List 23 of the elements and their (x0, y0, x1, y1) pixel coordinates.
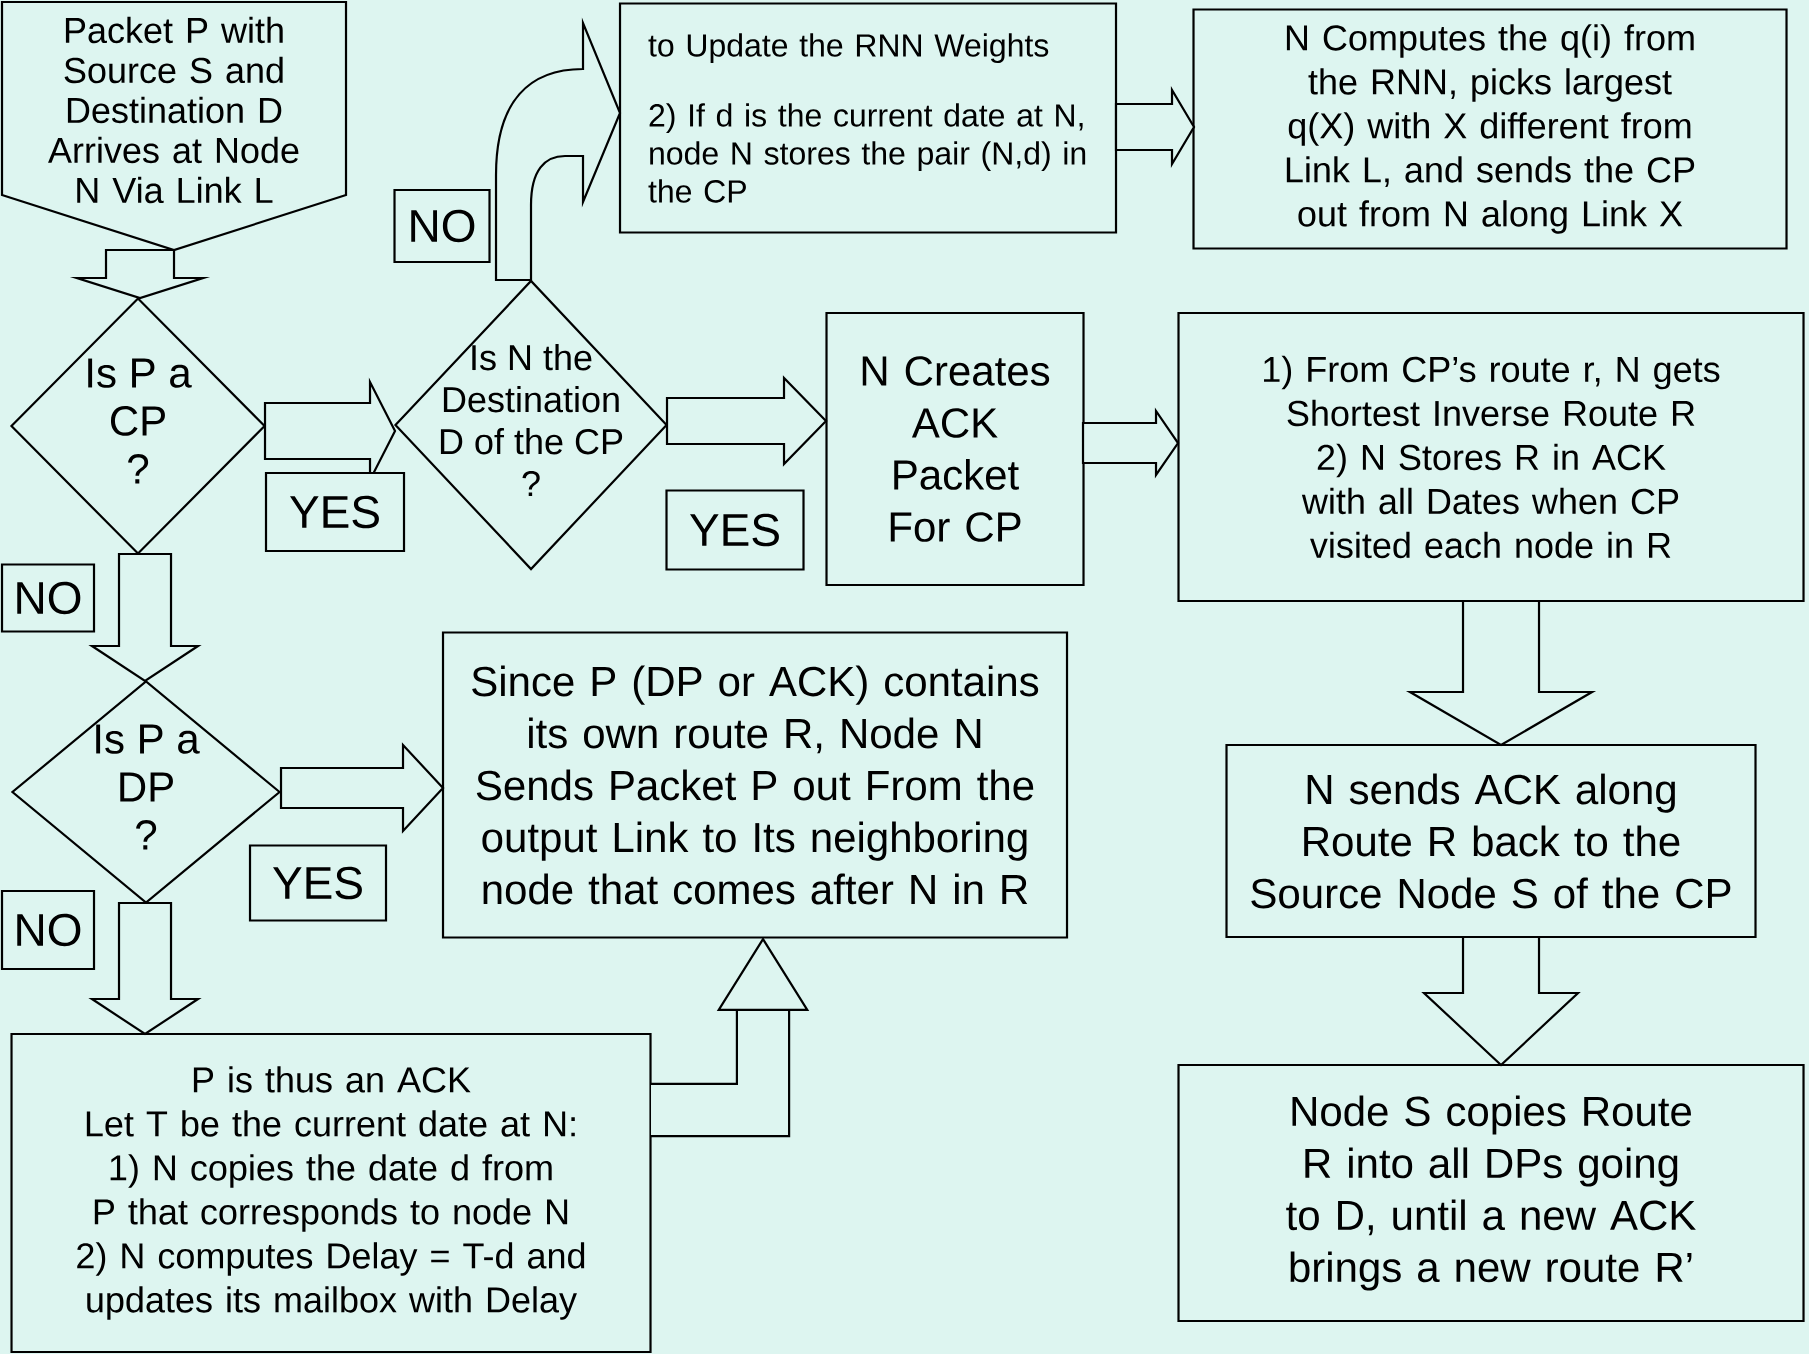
block-arrow (665, 375, 828, 467)
edge-label: NO (393, 188, 491, 264)
block-arrow (69, 248, 211, 300)
block-arrow (279, 742, 445, 834)
block-arrow (88, 552, 202, 683)
edge-label: YES (248, 844, 388, 922)
process-box: P is thus an ACK Let T be the current date at N: 1) N copies the date d from P that corresponds to node N 2) N computes Delay = T-d and updates its mailbox with Delay (10, 1032, 652, 1354)
edge-label: YES (665, 489, 805, 571)
process-box: Since P (DP or ACK) contains its own route R, Node N Sends Packet P out From the output Link to Its neighboring node that comes after N in R (441, 631, 1069, 939)
process-box: N sends ACK along Route R back to the Source Node S of the CP (1225, 743, 1757, 939)
edge-label: NO (0, 889, 96, 971)
block-arrow (1081, 407, 1180, 479)
block-arrow (1114, 86, 1196, 168)
block-arrow (1405, 599, 1597, 747)
process-box: N Computes the q(i) from the RNN, picks largest q(X) with X different from Link L, and sends the CP out from N along Link X (1192, 8, 1788, 250)
edge-label: NO (0, 563, 96, 633)
block-arrow (88, 901, 202, 1036)
block-arrow (1421, 935, 1581, 1067)
process-box: 1) From CP’s route r, N gets Shortest Inverse Route R 2) N Stores R in ACK with all Dates when CP visited each node in R (1177, 311, 1805, 603)
edge-label: YES (264, 471, 406, 553)
process-box: Node S copies Route R into all DPs going to D, until a new ACK brings a new route R’ (1177, 1063, 1805, 1323)
process-box: N Creates ACK Packet For CP (825, 311, 1085, 587)
process-box: to Update the RNN Weights 2) If d is the current date at N, node N stores the pair (N,d) in the CP (618, 2, 1118, 234)
